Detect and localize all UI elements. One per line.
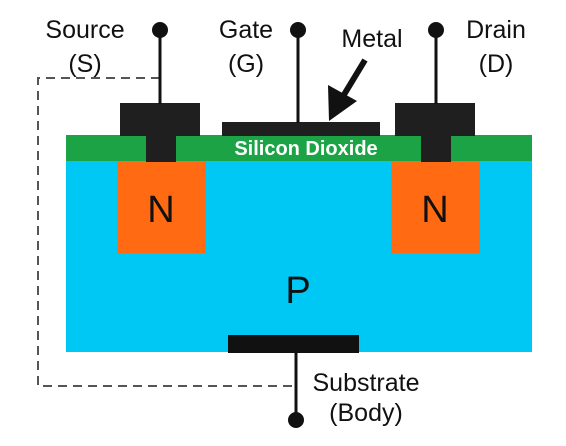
metal-arrow-shaft — [339, 58, 368, 100]
source-terminal-dot — [152, 22, 168, 38]
drain-metal-plug — [421, 133, 451, 162]
gate-symbol: (G) — [228, 50, 264, 78]
drain-label: Drain — [466, 16, 526, 44]
n-region-left — [117, 160, 206, 253]
metal-arrow-head — [328, 85, 357, 121]
substrate-terminal-dot — [288, 412, 304, 428]
substrate-label: Substrate — [312, 369, 419, 397]
source-symbol: (S) — [68, 50, 101, 78]
silicon-dioxide-label: Silicon Dioxide — [234, 138, 377, 160]
source-metal-plug — [146, 133, 176, 162]
source-label: Source — [45, 16, 124, 44]
substrate-metal-contact — [228, 335, 359, 353]
metal-label: Metal — [341, 25, 402, 53]
n-region-right-label: N — [421, 189, 448, 231]
gate-metal-plate — [222, 122, 380, 136]
source-metal-cap — [120, 103, 200, 136]
p-substrate-label: P — [285, 270, 310, 312]
substrate-symbol: (Body) — [329, 399, 403, 427]
source-body-dashed-wire — [37, 77, 296, 387]
drain-metal-cap — [395, 103, 475, 136]
drain-symbol: (D) — [479, 50, 514, 78]
n-region-left-label: N — [147, 189, 174, 231]
gate-label: Gate — [219, 16, 273, 44]
gate-terminal-dot — [290, 22, 306, 38]
n-region-right — [391, 160, 480, 253]
drain-terminal-dot — [428, 22, 444, 38]
silicon-dioxide-layer — [66, 135, 532, 161]
